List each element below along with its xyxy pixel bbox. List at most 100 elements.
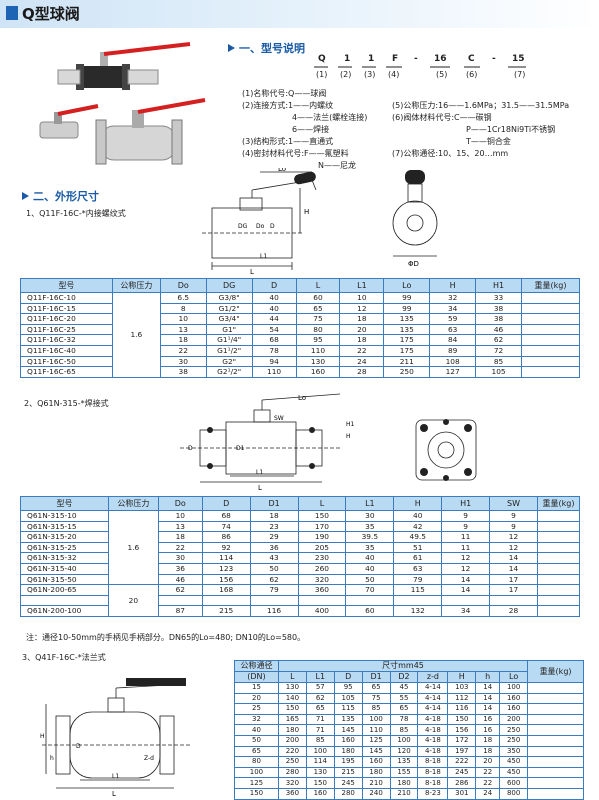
table-cell: 62 (249, 573, 299, 586)
table-cell: 215 (201, 605, 251, 617)
table-cell: 4-14 (417, 682, 449, 694)
table-cell: 63 (393, 562, 443, 575)
section2-heading: 二、外形尺寸 (22, 188, 99, 204)
table-cell: 29 (249, 531, 299, 543)
table-subheader-row: (DN) L L1 D D1 D2 z-d H h Lo (234, 671, 584, 683)
table-cell: 75 (361, 692, 391, 705)
col-header: DG (205, 278, 253, 293)
table-cell: 30 (157, 552, 203, 564)
table-cell: 135 (389, 756, 419, 768)
table-cell-weight (536, 552, 581, 564)
table-cell: 1.6 (111, 292, 161, 378)
code-explain-2: (2)连接方式:1——内螺纹 (242, 101, 334, 110)
table-cell: 42 (393, 520, 443, 533)
table-cell: Q11F-16C-10 (20, 292, 113, 304)
col-header: 公称压力 (111, 278, 161, 293)
table-cell: 10 (159, 313, 207, 325)
table-cell-weight (527, 703, 584, 715)
table-cell: 8-18 (417, 766, 449, 779)
table-cell: 85 (305, 734, 335, 747)
label-h3: H (40, 733, 45, 740)
table-cell: G1/2" (205, 302, 253, 315)
table-cell: 205 (297, 541, 347, 554)
code-index-item: (3) (364, 70, 376, 79)
col-header: 重量(kg) (536, 496, 581, 511)
table-cell: 105 (475, 366, 522, 378)
table-cell: 50 (234, 734, 279, 747)
table-cell: 86 (201, 531, 251, 543)
table-cell: Q61N-315-20 (20, 531, 109, 543)
table-cell-weight (536, 594, 581, 607)
table-cell: Q11F-16C-25 (20, 323, 113, 336)
drawing-flanged-valve: H h D L L1 Z-d (40, 678, 190, 798)
table-cell: 14 (475, 692, 501, 705)
table-cell-weight (527, 724, 584, 736)
col-header: D (251, 278, 297, 293)
table-cell: 18 (475, 745, 501, 758)
table-cell: 46 (475, 323, 522, 336)
code-char: 15 (512, 54, 525, 64)
table-row (20, 594, 581, 607)
table-cell-weight (521, 366, 580, 378)
table-cell-weight (521, 313, 580, 325)
table-cell: 14 (489, 552, 538, 564)
table-cell: 40 (345, 552, 395, 564)
table-cell: G3/8" (205, 292, 253, 304)
table-cell: 160 (499, 703, 529, 715)
table-cell: 600 (499, 777, 529, 789)
table-cell: 135 (383, 323, 431, 336)
table-cell: 130 (305, 766, 335, 779)
table-cell: 150 (447, 713, 477, 726)
table-cell: 280 (333, 787, 363, 800)
table-cell-weight (521, 292, 580, 304)
table-flanged: 公称通径 尺寸mm45 重量(kg) (DN) L L1 D D1 D2 z-d… (234, 660, 584, 800)
col-header: L (295, 278, 341, 293)
table-cell: 30 (345, 510, 395, 522)
table-cell: Q61N-200-100 (20, 605, 109, 617)
label-sw: SW (274, 415, 284, 422)
table-cell (441, 594, 491, 607)
col-header: 重量(kg) (527, 660, 584, 683)
table-header-row: 型号 公称压力 Do DG D L L1 Lo H H1 重量(kg) (20, 278, 580, 293)
code-explain-2c: 6——焊接 (292, 125, 330, 134)
section1-heading: 一、型号说明 (228, 40, 305, 56)
table-cell: 13 (159, 323, 207, 336)
table-cell: 43 (249, 552, 299, 564)
table-cell: 8-23 (417, 787, 449, 800)
table-cell: 16 (475, 724, 501, 736)
table-cell: 60 (295, 292, 341, 304)
table-cell: 1.6 (107, 509, 159, 586)
table-cell: 9 (489, 510, 538, 522)
code-index-item: (5) (436, 70, 448, 79)
table-cell: 68 (251, 334, 297, 346)
table-cell: 301 (447, 787, 477, 800)
table-cell: 50 (345, 573, 395, 586)
table-cell-weight (527, 766, 584, 779)
col-header: H (429, 278, 477, 293)
table-cell: 125 (234, 777, 279, 789)
table-cell-weight (536, 541, 581, 554)
table-cell: 210 (361, 777, 391, 789)
label-phi-d: ΦD (408, 260, 419, 268)
table-cell (157, 594, 203, 607)
table-cell: 100 (389, 734, 419, 747)
col-header: SW (489, 496, 538, 511)
label-l: L (250, 268, 254, 276)
table-cell: 74 (201, 520, 251, 533)
table-cell: 49.5 (393, 531, 443, 543)
table-cell: 79 (249, 584, 299, 596)
table-cell: 36 (249, 541, 299, 554)
table-cell: 25 (234, 703, 279, 715)
table-cell: 79 (393, 573, 443, 586)
table-cell: 240 (361, 787, 391, 800)
table-cell (201, 594, 251, 607)
table-cell: 4-18 (417, 713, 449, 726)
col-header: H1 (475, 278, 522, 293)
table-cell: 38 (159, 366, 207, 378)
table-cell: 59 (429, 313, 477, 325)
code-index-item: (7) (514, 70, 526, 79)
table-cell: 92 (201, 541, 251, 554)
